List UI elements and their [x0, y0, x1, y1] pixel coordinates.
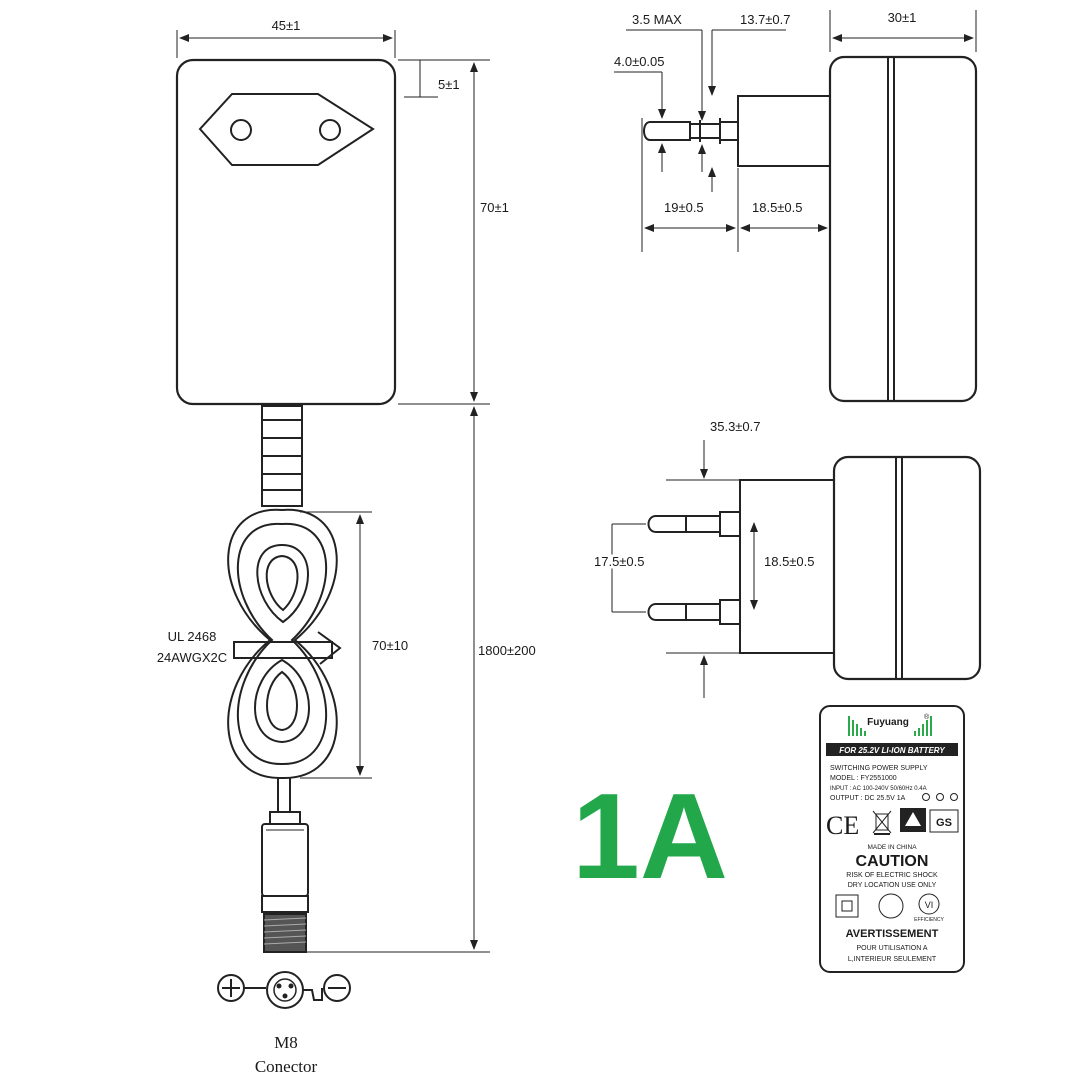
- connector-name-line1: M8: [274, 1033, 298, 1052]
- made-in-label: MADE IN CHINA: [867, 844, 917, 851]
- dim-length-label: 1800±200: [478, 643, 536, 658]
- avert-line1: POUR UTILISATION A: [856, 945, 927, 952]
- cable-type-line2: 24AWGX2C: [157, 650, 227, 665]
- caution-line1: RISK OF ELECTRIC SHOCK: [846, 872, 938, 879]
- label-title: SWITCHING POWER SUPPLY: [830, 765, 928, 772]
- avertissement-heading: AVERTISSEMENT: [846, 928, 939, 940]
- rating-label: Fuyuang ® FOR 25.2V LI-ION BATTERY SWITC…: [819, 705, 965, 973]
- dim-height-bottom-label: 35.3±0.7: [710, 419, 761, 434]
- brand-reg-mark: ®: [924, 713, 930, 721]
- plug-base-bottom: [739, 479, 835, 654]
- dim-coil-label: 70±10: [372, 638, 408, 653]
- front-view: 45±1 5±1 70±1: [157, 18, 536, 1076]
- label-output: OUTPUT : DC 25.5V 1A: [830, 795, 906, 802]
- label-input: INPUT : AC 100-240V 50/60Hz 0.4A: [830, 786, 927, 792]
- dim-pin-max-label: 3.5 MAX: [632, 12, 682, 27]
- ce-mark-icon: CE: [826, 811, 859, 840]
- caution-heading: CAUTION: [856, 853, 929, 870]
- efficiency-label: EFFICIENCY: [914, 917, 944, 923]
- dim-pin-dia-label: 4.0±0.05: [614, 54, 665, 69]
- round-mark-icon: [878, 893, 904, 919]
- avert-line2: L,INTERIEUR SEULEMENT: [848, 956, 937, 963]
- double-insulation-icon: [835, 894, 859, 918]
- plug-pin-top: [647, 511, 741, 537]
- cable-type-line1: UL 2468: [168, 629, 217, 644]
- adapter-body-bottom: [832, 455, 982, 681]
- weee-bin-icon: [872, 810, 892, 835]
- dim-base-width-label: 18.5±0.5: [764, 554, 815, 569]
- brand-bars-left-icon: [848, 716, 866, 736]
- efficiency-mark-text: VI: [925, 900, 934, 910]
- brand-name: Fuyuang: [867, 717, 909, 728]
- coiled-cable: [227, 508, 342, 812]
- plug-base-side: [737, 95, 831, 167]
- svg-text:GS: GS: [936, 817, 952, 829]
- cable-tie: [233, 641, 333, 659]
- label-model: MODEL : FY2551000: [830, 775, 897, 782]
- dim-base-label: 18.5±0.5: [752, 200, 803, 215]
- plug-pin-bottom: [647, 599, 741, 625]
- plug-socket-outline: [198, 93, 375, 166]
- plug-hole-right: [319, 119, 341, 141]
- brand-bars-right-icon: [914, 716, 932, 736]
- dim-top-offset-label: 5±1: [438, 77, 460, 92]
- adapter-body-side: [828, 55, 978, 403]
- dim-pin-length-label: 13.7±0.7: [740, 12, 791, 27]
- safety-mark-icon: [900, 808, 926, 832]
- adapter-body-front: [175, 58, 397, 406]
- efficiency-mark-icon: [918, 893, 940, 915]
- caution-line2: DRY LOCATION USE ONLY: [848, 882, 937, 889]
- battery-banner: FOR 25.2V LI-ION BATTERY: [839, 746, 945, 755]
- dim-depth-label: 30±1: [888, 10, 917, 25]
- polarity-mini-icon: [922, 793, 958, 801]
- side-view: 30±1 3.5 MAX 13.7±0.7 4.0±0.05 19±0.5 18…: [614, 10, 978, 403]
- connector-name-line2: Conector: [255, 1057, 318, 1076]
- dim-height-label: 70±1: [480, 200, 509, 215]
- dim-pin-reach-label: 19±0.5: [664, 200, 704, 215]
- m8-connector: [261, 811, 309, 953]
- dim-pin-spacing-label: 17.5±0.5: [594, 554, 645, 569]
- plug-hole-left: [230, 119, 252, 141]
- current-rating-label: 1A: [572, 768, 728, 904]
- dim-width-label: 45±1: [272, 18, 301, 33]
- gs-mark-icon: GS: [929, 809, 959, 833]
- strain-relief: [261, 405, 303, 507]
- minus-icon: [323, 974, 351, 1002]
- polarity-symbol: [217, 971, 351, 1009]
- plug-pin-side: [643, 118, 739, 144]
- bottom-view: 35.3±0.7 17.5±0.5 18.5±0.5: [592, 419, 982, 698]
